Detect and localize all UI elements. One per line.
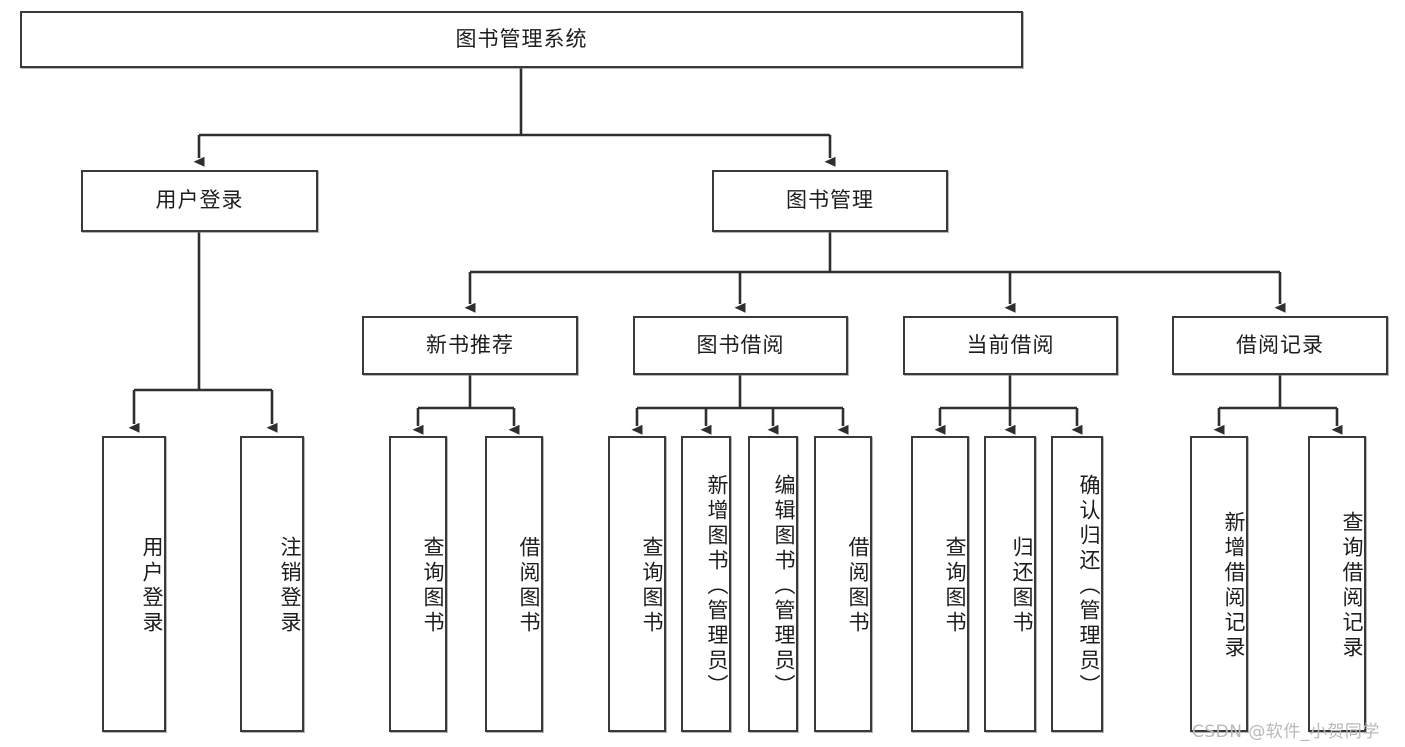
leaf-query-borrow-record[interactable]: 查询借阅记录 (1308, 436, 1366, 732)
leaf-query-books-recommend[interactable]: 查询图书 (389, 436, 447, 732)
leaf-add-book-admin[interactable]: 新增图书（管理员） (681, 436, 731, 732)
node-new-book-recommend[interactable]: 新书推荐 (362, 316, 578, 375)
leaf-borrow-books-recommend[interactable]: 借阅图书 (485, 436, 543, 732)
leaf-query-books-current[interactable]: 查询图书 (911, 436, 969, 732)
node-book-management[interactable]: 图书管理 (712, 170, 948, 232)
node-user-login[interactable]: 用户登录 (81, 170, 318, 232)
leaf-return-books[interactable]: 归还图书 (984, 436, 1036, 732)
leaf-query-books-borrow[interactable]: 查询图书 (608, 436, 666, 732)
leaf-edit-book-admin[interactable]: 编辑图书（管理员） (748, 436, 798, 732)
leaf-logout[interactable]: 注销登录 (240, 436, 304, 732)
leaf-borrow-books[interactable]: 借阅图书 (814, 436, 872, 732)
leaf-add-borrow-record[interactable]: 新增借阅记录 (1190, 436, 1248, 732)
node-borrow-records[interactable]: 借阅记录 (1172, 316, 1388, 375)
watermark: CSDN @软件_小贺同学 (1192, 722, 1380, 742)
node-root[interactable]: 图书管理系统 (20, 11, 1023, 68)
leaf-user-login[interactable]: 用户登录 (102, 436, 166, 732)
leaf-confirm-return-admin[interactable]: 确认归还（管理员） (1051, 436, 1103, 732)
node-current-borrow[interactable]: 当前借阅 (903, 316, 1118, 375)
node-book-borrow[interactable]: 图书借阅 (633, 316, 848, 375)
